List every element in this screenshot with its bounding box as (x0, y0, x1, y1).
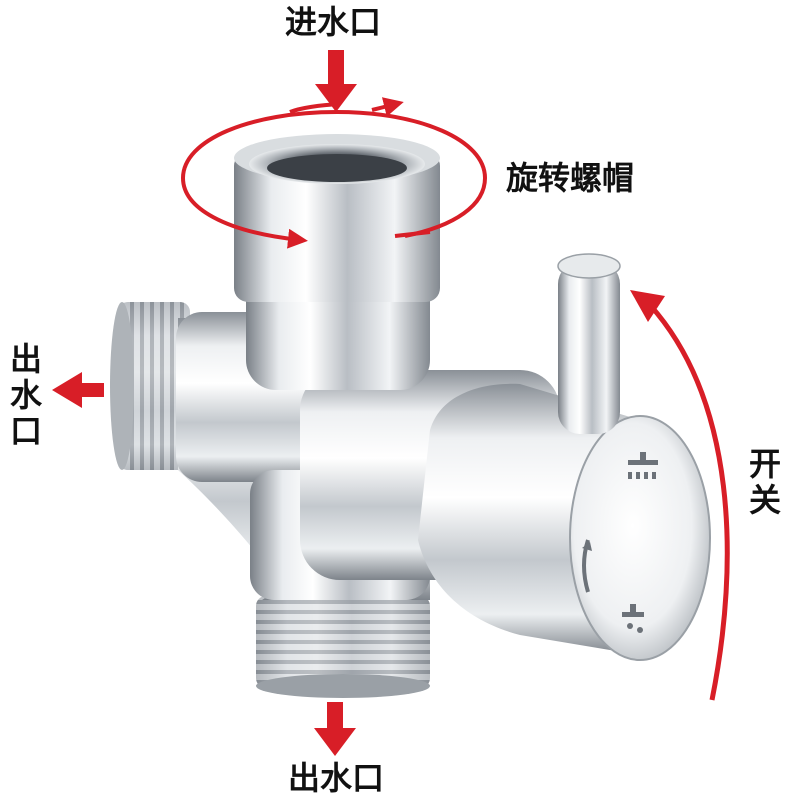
label-outlet-bottom: 出水口 (288, 759, 385, 797)
faucet-mark-icon (622, 604, 644, 633)
arrow-left-icon (52, 372, 104, 408)
left-outlet-thread (110, 302, 190, 470)
label-outlet-left: 出水口 (9, 340, 42, 450)
label-inlet: 进水口 (285, 3, 382, 41)
arc-mark-icon (582, 539, 592, 593)
switch-lever (557, 253, 621, 434)
label-switch: 开关 (748, 445, 781, 519)
curved-arrow-icon (630, 290, 730, 701)
label-rotate-cap: 旋转螺帽 (506, 159, 635, 197)
arrow-down-icon (315, 50, 357, 112)
bottom-outlet-thread (256, 596, 430, 698)
shower-mark-icon (628, 452, 658, 479)
arrow-down-icon (314, 702, 356, 756)
switch-housing (418, 383, 711, 661)
inlet-cap (234, 134, 440, 390)
